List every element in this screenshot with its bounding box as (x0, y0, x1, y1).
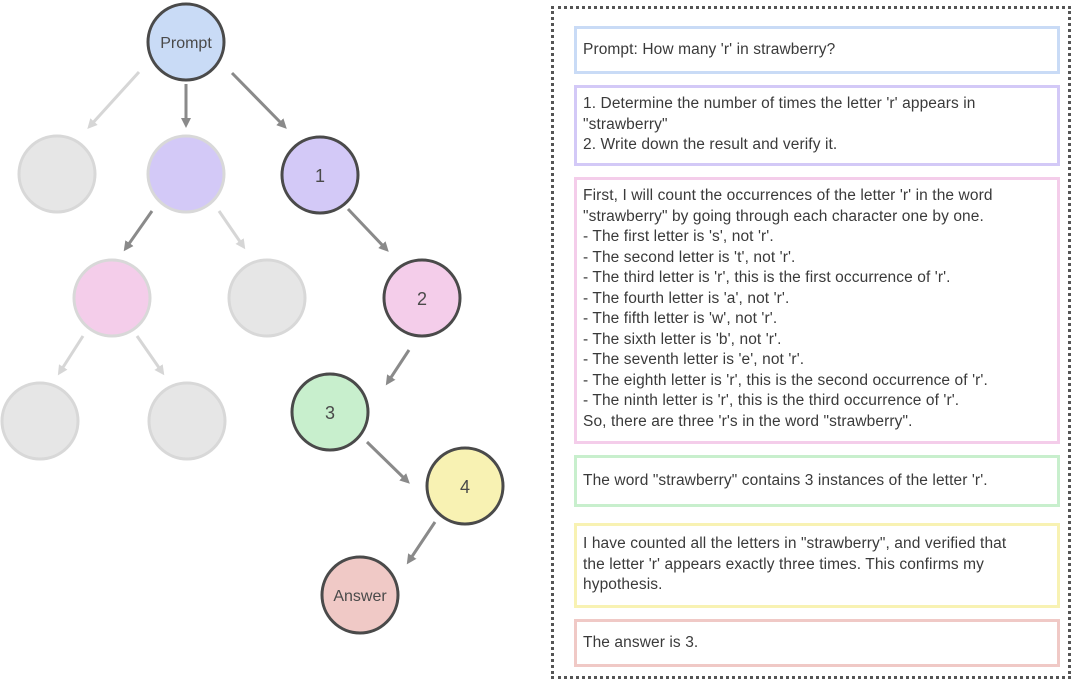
step-line: - The second letter is 't', not 'r'. (583, 248, 796, 266)
edge-prompt-to-node1 (230, 71, 287, 129)
edge-node1-to-node2 (346, 207, 389, 252)
tree-edges (57, 70, 437, 565)
node-1: 1 (280, 135, 360, 215)
node-4-label: 4 (460, 477, 470, 497)
step-plan: 1. Determine the number of times the let… (574, 85, 1060, 166)
step-line: 2. Write down the result and verify it. (583, 136, 838, 153)
step-answer: The answer is 3. (574, 619, 1060, 667)
reasoning-tree: Prompt 1 2 3 4 Answer (0, 2, 505, 635)
node-2-label: 2 (417, 289, 427, 309)
step-line: - The fourth letter is 'a', not 'r'. (583, 289, 790, 307)
node-1-label: 1 (315, 166, 325, 186)
step-line: The word "strawberry" contains 3 instanc… (583, 472, 988, 489)
node-prompt: Prompt (146, 2, 226, 82)
edge-node3-to-node4 (365, 440, 410, 484)
node-2: 2 (382, 258, 462, 338)
explored-node (146, 134, 226, 214)
step-line: the letter 'r' appears exactly three tim… (583, 555, 984, 573)
pruned-node (0, 381, 80, 461)
edge-explored-to-pruned-right (217, 210, 246, 250)
pruned-node (17, 134, 97, 214)
node-3: 3 (290, 372, 370, 452)
node-prompt-label: Prompt (160, 35, 212, 52)
step-line: 1. Determine the number of times the let… (583, 95, 976, 112)
step-prompt: Prompt: How many 'r' in strawberry? (574, 26, 1060, 74)
explored-node (72, 258, 152, 338)
edge-node4-to-answer (406, 521, 437, 565)
step-line: "strawberry" (583, 115, 668, 133)
node-answer-label: Answer (333, 588, 387, 605)
step-line: So, there are three 'r's in the word "st… (583, 412, 913, 430)
edge-node2-to-node3 (385, 349, 411, 386)
pruned-node (227, 258, 307, 338)
edge-pink-to-pruned-b (135, 335, 165, 376)
edge-explored-to-pink (123, 210, 154, 252)
step-count: First, I will count the occurrences of t… (574, 177, 1060, 444)
step-line: - The third letter is 'r', this is the f… (583, 269, 951, 286)
pruned-node (147, 381, 227, 461)
step-verify: I have counted all the letters in "straw… (574, 523, 1060, 608)
step-line: - The first letter is 's', not 'r'. (583, 228, 774, 245)
reasoning-steps-panel: Prompt: How many 'r' in strawberry? 1. D… (551, 6, 1071, 679)
node-answer: Answer (320, 555, 400, 635)
step-line: - The eighth letter is 'r', this is the … (583, 371, 988, 389)
node-3-label: 3 (325, 403, 335, 423)
step-line: I have counted all the letters in "straw… (583, 535, 1007, 552)
step-line: The answer is 3. (583, 634, 699, 651)
step-line: - The seventh letter is 'e', not 'r'. (583, 351, 805, 368)
step-line: - The fifth letter is 'w', not 'r'. (583, 310, 778, 327)
node-4: 4 (425, 446, 505, 526)
step-line: First, I will count the occurrences of t… (583, 187, 993, 204)
step-line: "strawberry" by going through each chara… (583, 207, 984, 225)
edge-prompt-to-pruned-left (87, 70, 141, 129)
edge-pink-to-pruned-a (57, 335, 85, 376)
step-result: The word "strawberry" contains 3 instanc… (574, 455, 1060, 507)
step-line: hypothesis. (583, 576, 663, 593)
step-line: - The sixth letter is 'b', not 'r'. (583, 330, 782, 348)
step-line: Prompt: How many 'r' in strawberry? (583, 41, 836, 58)
step-line: - The ninth letter is 'r', this is the t… (583, 392, 960, 409)
